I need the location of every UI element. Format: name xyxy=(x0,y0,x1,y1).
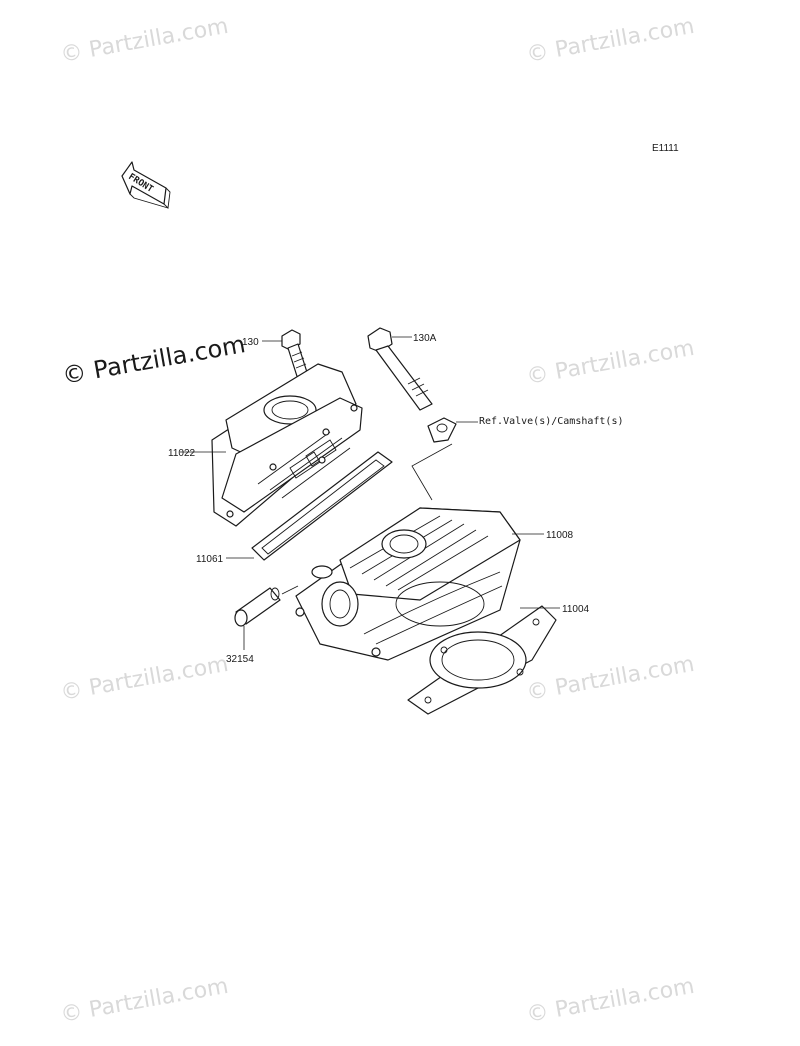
front-arrow-icon: FRONT xyxy=(121,161,171,209)
watermark-group: © Partzilla.com © Partzilla.com © Partzi… xyxy=(59,14,697,1028)
watermark-mid-right: © Partzilla.com xyxy=(525,336,697,390)
watermark-main: © Partzilla.com xyxy=(60,330,247,390)
diagram-code: E1111 xyxy=(652,143,679,154)
watermark-bottom-right: © Partzilla.com xyxy=(525,974,697,1028)
callout-130: 130 xyxy=(242,337,259,348)
watermark-top-right: © Partzilla.com xyxy=(525,14,697,68)
watermark-lower-left: © Partzilla.com xyxy=(59,652,231,706)
callout-11008: 11008 xyxy=(546,530,574,541)
callout-11061: 11061 xyxy=(196,554,224,565)
bolt-130a-part xyxy=(367,327,433,411)
cover-gasket-part xyxy=(251,451,393,561)
cylinder-head-cover-part xyxy=(211,363,363,527)
callout-reference: Ref.Valve(s)/Camshaft(s) xyxy=(479,416,624,427)
callout-130a: 130A xyxy=(413,333,437,344)
watermark-bottom-left: © Partzilla.com xyxy=(59,974,231,1028)
callout-11022: 11022 xyxy=(168,448,196,459)
valve-reference-part xyxy=(427,417,457,443)
callout-11004: 11004 xyxy=(562,604,590,615)
callout-32154: 32154 xyxy=(226,654,254,665)
watermark-lower-right: © Partzilla.com xyxy=(525,652,697,706)
cylinder-head-part xyxy=(295,507,521,661)
head-gasket-part xyxy=(407,605,557,715)
watermark-top-left: © Partzilla.com xyxy=(59,14,231,68)
pipe-32154-part xyxy=(234,585,299,627)
